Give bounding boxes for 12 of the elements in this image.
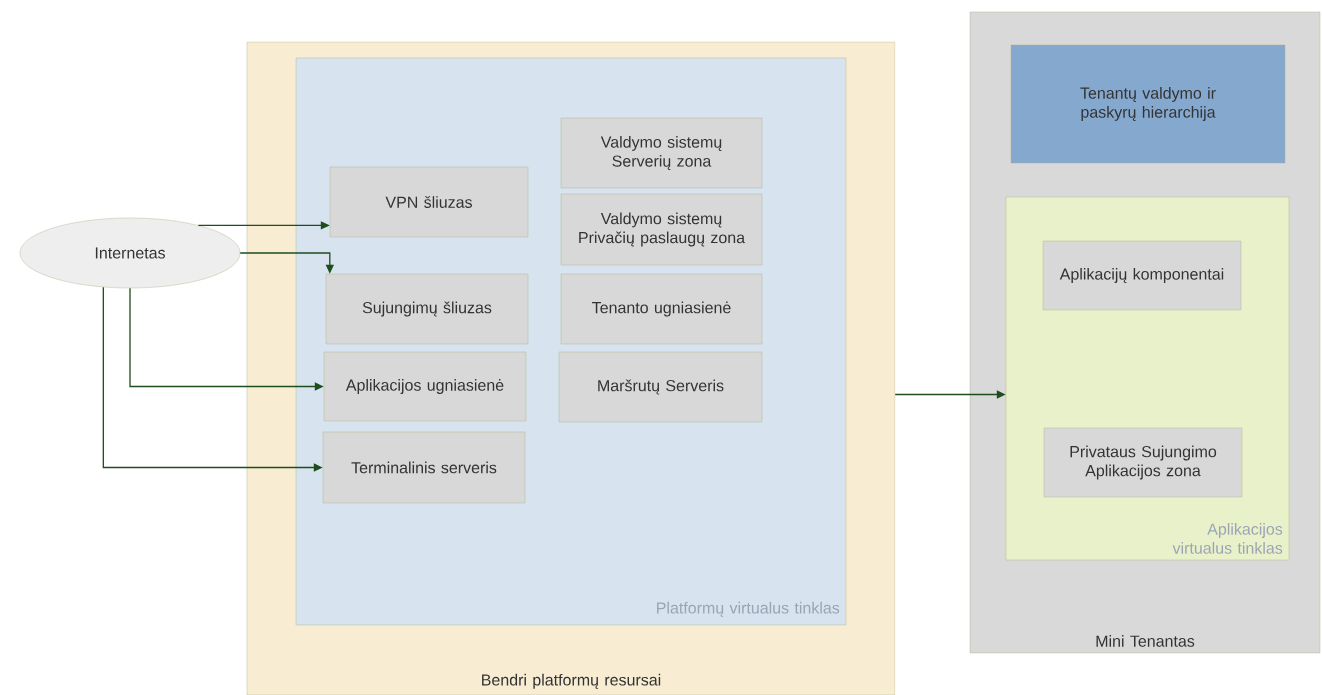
component-box: Sujungimų šliuzas (325, 273, 529, 345)
ellipse-node: Internetas (19, 217, 241, 289)
component-box: Aplikacijų komponentai (1042, 240, 1242, 311)
component-box: VPN šliuzas (329, 166, 529, 238)
component-box: Maršrutų Serveris (558, 351, 763, 423)
component-box: Privataus Sujungimo Aplikacijos zona (1043, 427, 1243, 498)
component-box: Valdymo sistemų Serverių zona (560, 117, 763, 189)
management-box: Tenantų valdymo ir paskyrų hierarchija (1010, 44, 1286, 164)
component-box: Terminalinis serveris (322, 431, 526, 504)
component-box: Valdymo sistemų Privačių paslaugų zona (560, 193, 763, 266)
component-box: Aplikacijos ugniasienė (323, 351, 527, 422)
component-box: Tenanto ugniasienė (560, 273, 763, 345)
